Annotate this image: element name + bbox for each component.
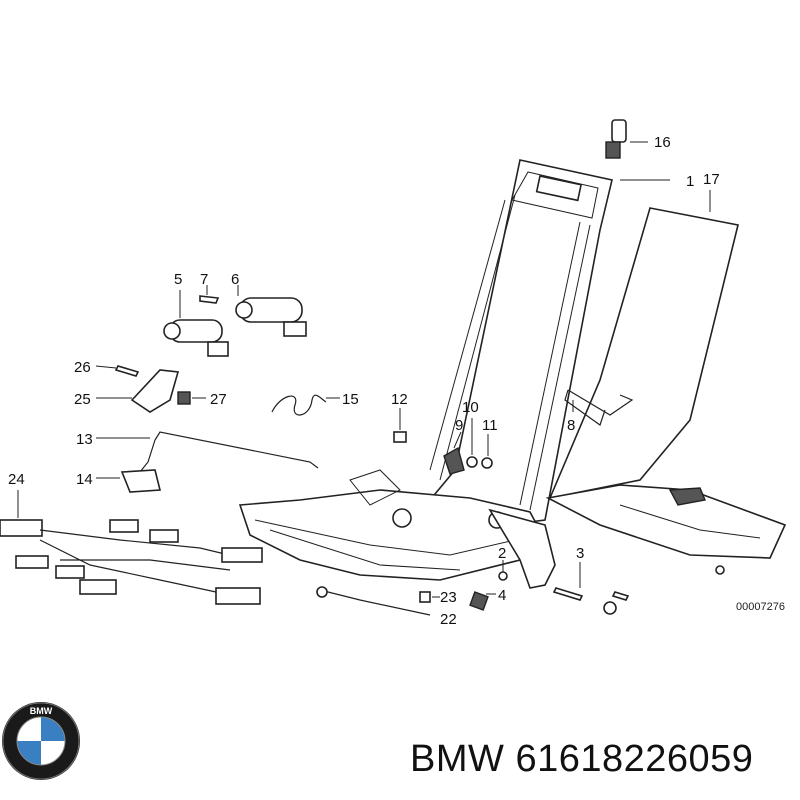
parts-diagram: 1 2 3 4 5 6 7 8 9 10 11 12 13 14 15 16 1… [0, 119, 787, 628]
callout-8: 8 [567, 417, 575, 434]
reference-code: 00007276 [736, 601, 785, 613]
callout-16: 16 [654, 134, 671, 151]
bolt-3 [552, 587, 584, 601]
washer-2 [498, 571, 508, 581]
callout-7: 7 [200, 271, 208, 288]
bracket-25 [130, 369, 180, 413]
backrest-frame [428, 159, 613, 526]
seat-base-frame [238, 469, 556, 589]
callout-26: 26 [74, 359, 91, 376]
right-lower-parts [603, 565, 725, 615]
callout-13: 13 [76, 431, 93, 448]
callout-27: 27 [210, 391, 227, 408]
part-11 [481, 457, 493, 469]
callout-17: 17 [703, 171, 720, 188]
part-caption: BMW 61618226059 [410, 738, 753, 781]
callout-22: 22 [440, 611, 457, 628]
strap-22 [316, 586, 431, 616]
caption-brand: BMW [410, 738, 505, 780]
screw-26 [114, 365, 140, 377]
screw-23 [419, 591, 431, 603]
callout-5: 5 [174, 271, 182, 288]
callout-25: 25 [74, 391, 91, 408]
part-10 [466, 456, 478, 468]
part-9 [443, 446, 465, 475]
callout-11: 11 [482, 417, 498, 434]
spring-15 [271, 394, 327, 416]
clip-27 [177, 391, 191, 405]
back-panel [545, 207, 787, 559]
callout-24: 24 [8, 471, 25, 488]
motor-5 [163, 319, 229, 357]
callout-15: 15 [342, 391, 359, 408]
leader-lines [17, 141, 711, 598]
bracket-14 [120, 469, 162, 493]
nut-4 [469, 591, 489, 611]
callout-4: 4 [498, 587, 506, 604]
callout-23: 23 [440, 589, 457, 606]
wire-clip-8 [564, 389, 634, 426]
clip-16 [605, 119, 627, 159]
callout-6: 6 [231, 271, 239, 288]
screw-7 [199, 295, 220, 304]
cable-13 [139, 431, 319, 473]
motor-6 [235, 297, 307, 337]
callout-9: 9 [455, 417, 463, 434]
callout-1: 1 [686, 173, 694, 190]
callout-3: 3 [576, 545, 584, 562]
callout-14: 14 [76, 471, 93, 488]
bmw-logo: BMW [2, 702, 80, 780]
callout-2: 2 [498, 545, 506, 562]
callout-10: 10 [462, 399, 479, 416]
caption-part-number: 61618226059 [515, 738, 754, 780]
wiring-harness-24 [0, 519, 263, 605]
screw-12 [393, 431, 407, 443]
callout-12: 12 [391, 391, 408, 408]
bmw-logo-text: BMW [30, 706, 53, 716]
